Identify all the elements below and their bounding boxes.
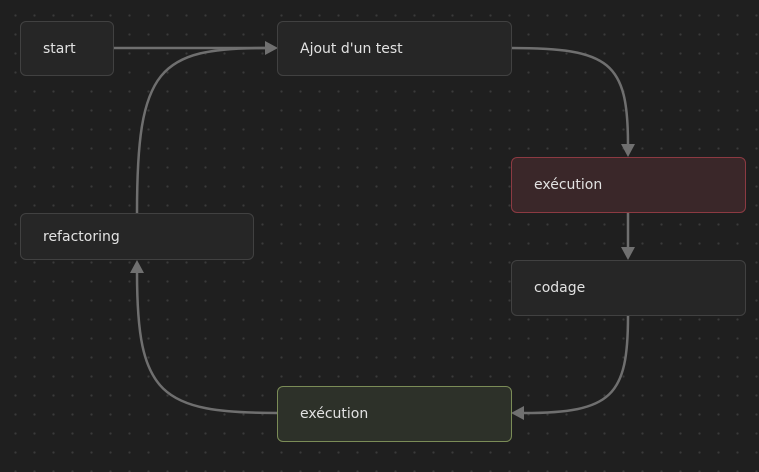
- edge-codage-to-execution-pass: [523, 315, 630, 415]
- edge-ajout-to-execution-fail: [510, 46, 630, 146]
- arrowhead-icon: [621, 247, 635, 260]
- node-start[interactable]: start: [20, 21, 114, 76]
- node-label: codage: [534, 280, 586, 296]
- arrowhead-icon: [511, 406, 524, 420]
- node-label: start: [43, 40, 76, 57]
- edge-execution-pass-to-refactoring: [135, 271, 279, 415]
- node-label: Ajout d'un test: [300, 40, 403, 57]
- arrowhead-icon: [130, 260, 144, 273]
- edge-refactoring-to-ajout: [135, 46, 267, 214]
- node-label: exécution: [534, 177, 603, 193]
- arrowhead-icon: [621, 144, 635, 157]
- node-codage[interactable]: codage: [511, 260, 746, 316]
- node-refactoring[interactable]: refactoring: [20, 213, 254, 260]
- node-execution-fail[interactable]: exécution: [511, 157, 746, 213]
- node-execution-pass[interactable]: exécution: [277, 386, 512, 442]
- node-label: refactoring: [43, 228, 120, 245]
- node-label: exécution: [300, 406, 369, 422]
- node-ajout-d-un-test[interactable]: Ajout d'un test: [277, 21, 512, 76]
- arrowhead-icon: [265, 41, 278, 55]
